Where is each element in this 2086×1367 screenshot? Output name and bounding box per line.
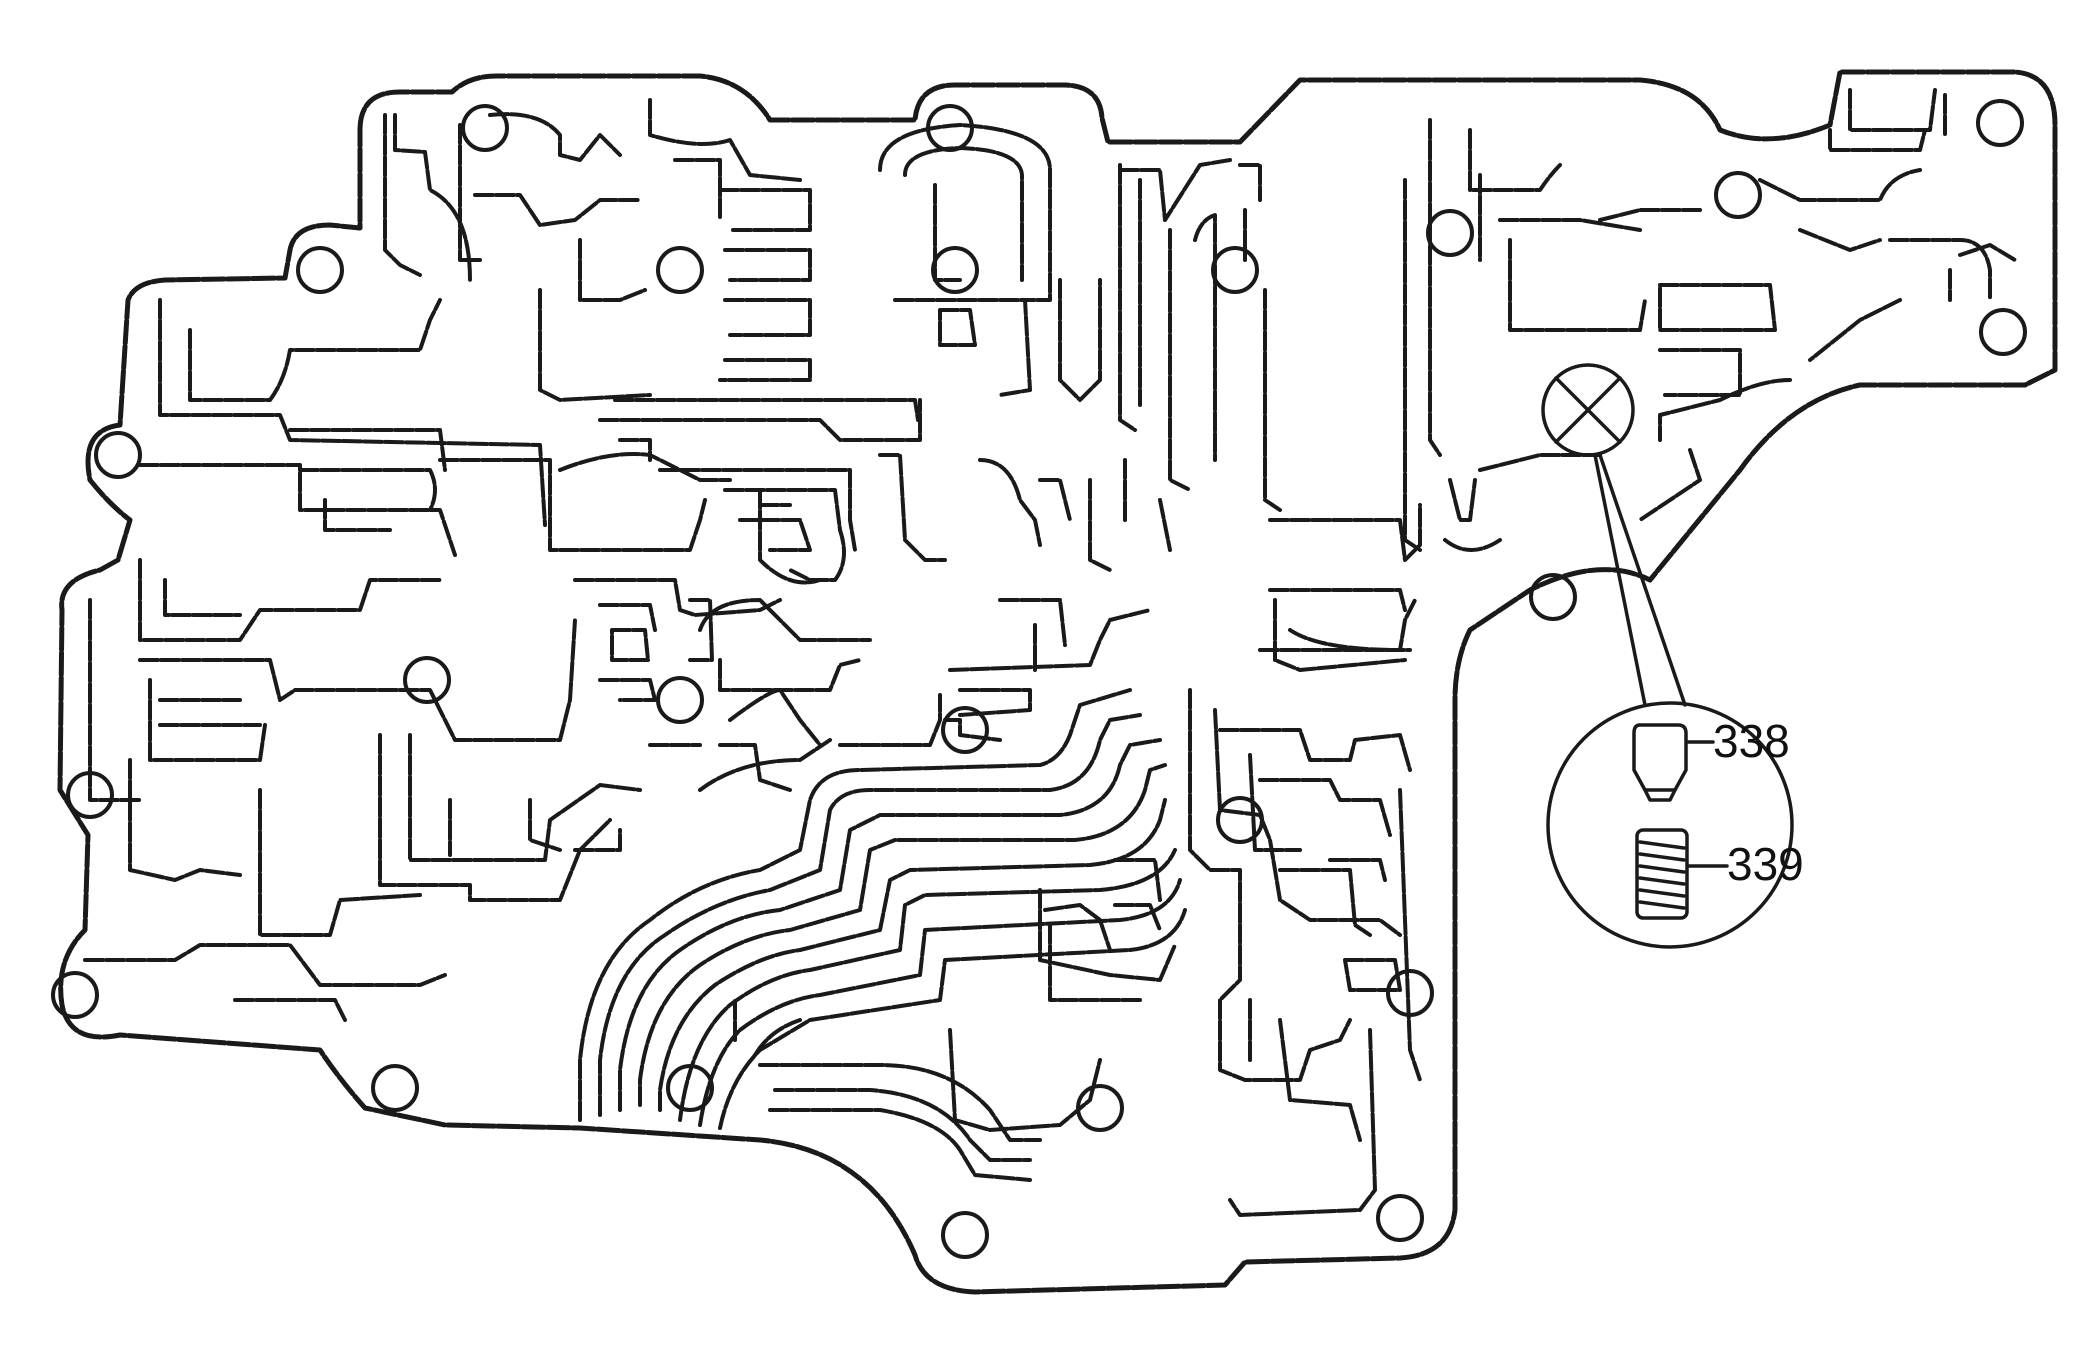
- checkball-location: [1541, 363, 1635, 457]
- left-channels: [83, 298, 642, 1022]
- bolt-hole: [656, 676, 704, 724]
- bolt-hole: [1714, 171, 1762, 219]
- spring-339-icon: [1635, 828, 1689, 920]
- bolt-hole: [66, 771, 114, 819]
- bolt-hole: [1386, 969, 1434, 1017]
- bolt-hole: [296, 246, 344, 294]
- bolt-hole: [1216, 796, 1264, 844]
- bolt-hole: [941, 1211, 989, 1259]
- callout-338-label: 338: [1713, 715, 1790, 767]
- bolt-hole: [94, 431, 142, 479]
- bolt-hole: [1976, 99, 2024, 147]
- upper-channels: [383, 98, 1262, 492]
- outer-plate-outline: [57, 69, 2058, 1295]
- bolt-hole: [941, 706, 989, 754]
- bolt-hole: [371, 1064, 419, 1112]
- bolt-hole: [51, 971, 99, 1019]
- curved-channels: [578, 688, 1187, 1182]
- checkball-338-icon: [1632, 723, 1688, 802]
- bolt-hole: [931, 246, 979, 294]
- bolt-hole: [926, 104, 974, 152]
- bolt-hole: [461, 104, 509, 152]
- callout-339-label: 339: [1727, 838, 1804, 890]
- bolt-hole: [1529, 573, 1577, 621]
- bolt-hole: [1376, 1194, 1424, 1242]
- bolt-hole: [1211, 246, 1259, 294]
- callout-leader-lines: [1593, 453, 1687, 707]
- bolt-holes: [51, 99, 2027, 1259]
- bolt-hole: [1076, 1084, 1124, 1132]
- bolt-hole: [1426, 209, 1474, 257]
- bolt-hole: [1979, 308, 2027, 356]
- right-channels: [1258, 88, 2017, 672]
- detail-magnifier: [1546, 701, 1794, 949]
- right-center-channels: [948, 688, 1422, 1217]
- central-channels: [288, 398, 1172, 852]
- bolt-hole: [403, 656, 451, 704]
- bolt-hole: [666, 1064, 714, 1112]
- bolt-hole: [656, 246, 704, 294]
